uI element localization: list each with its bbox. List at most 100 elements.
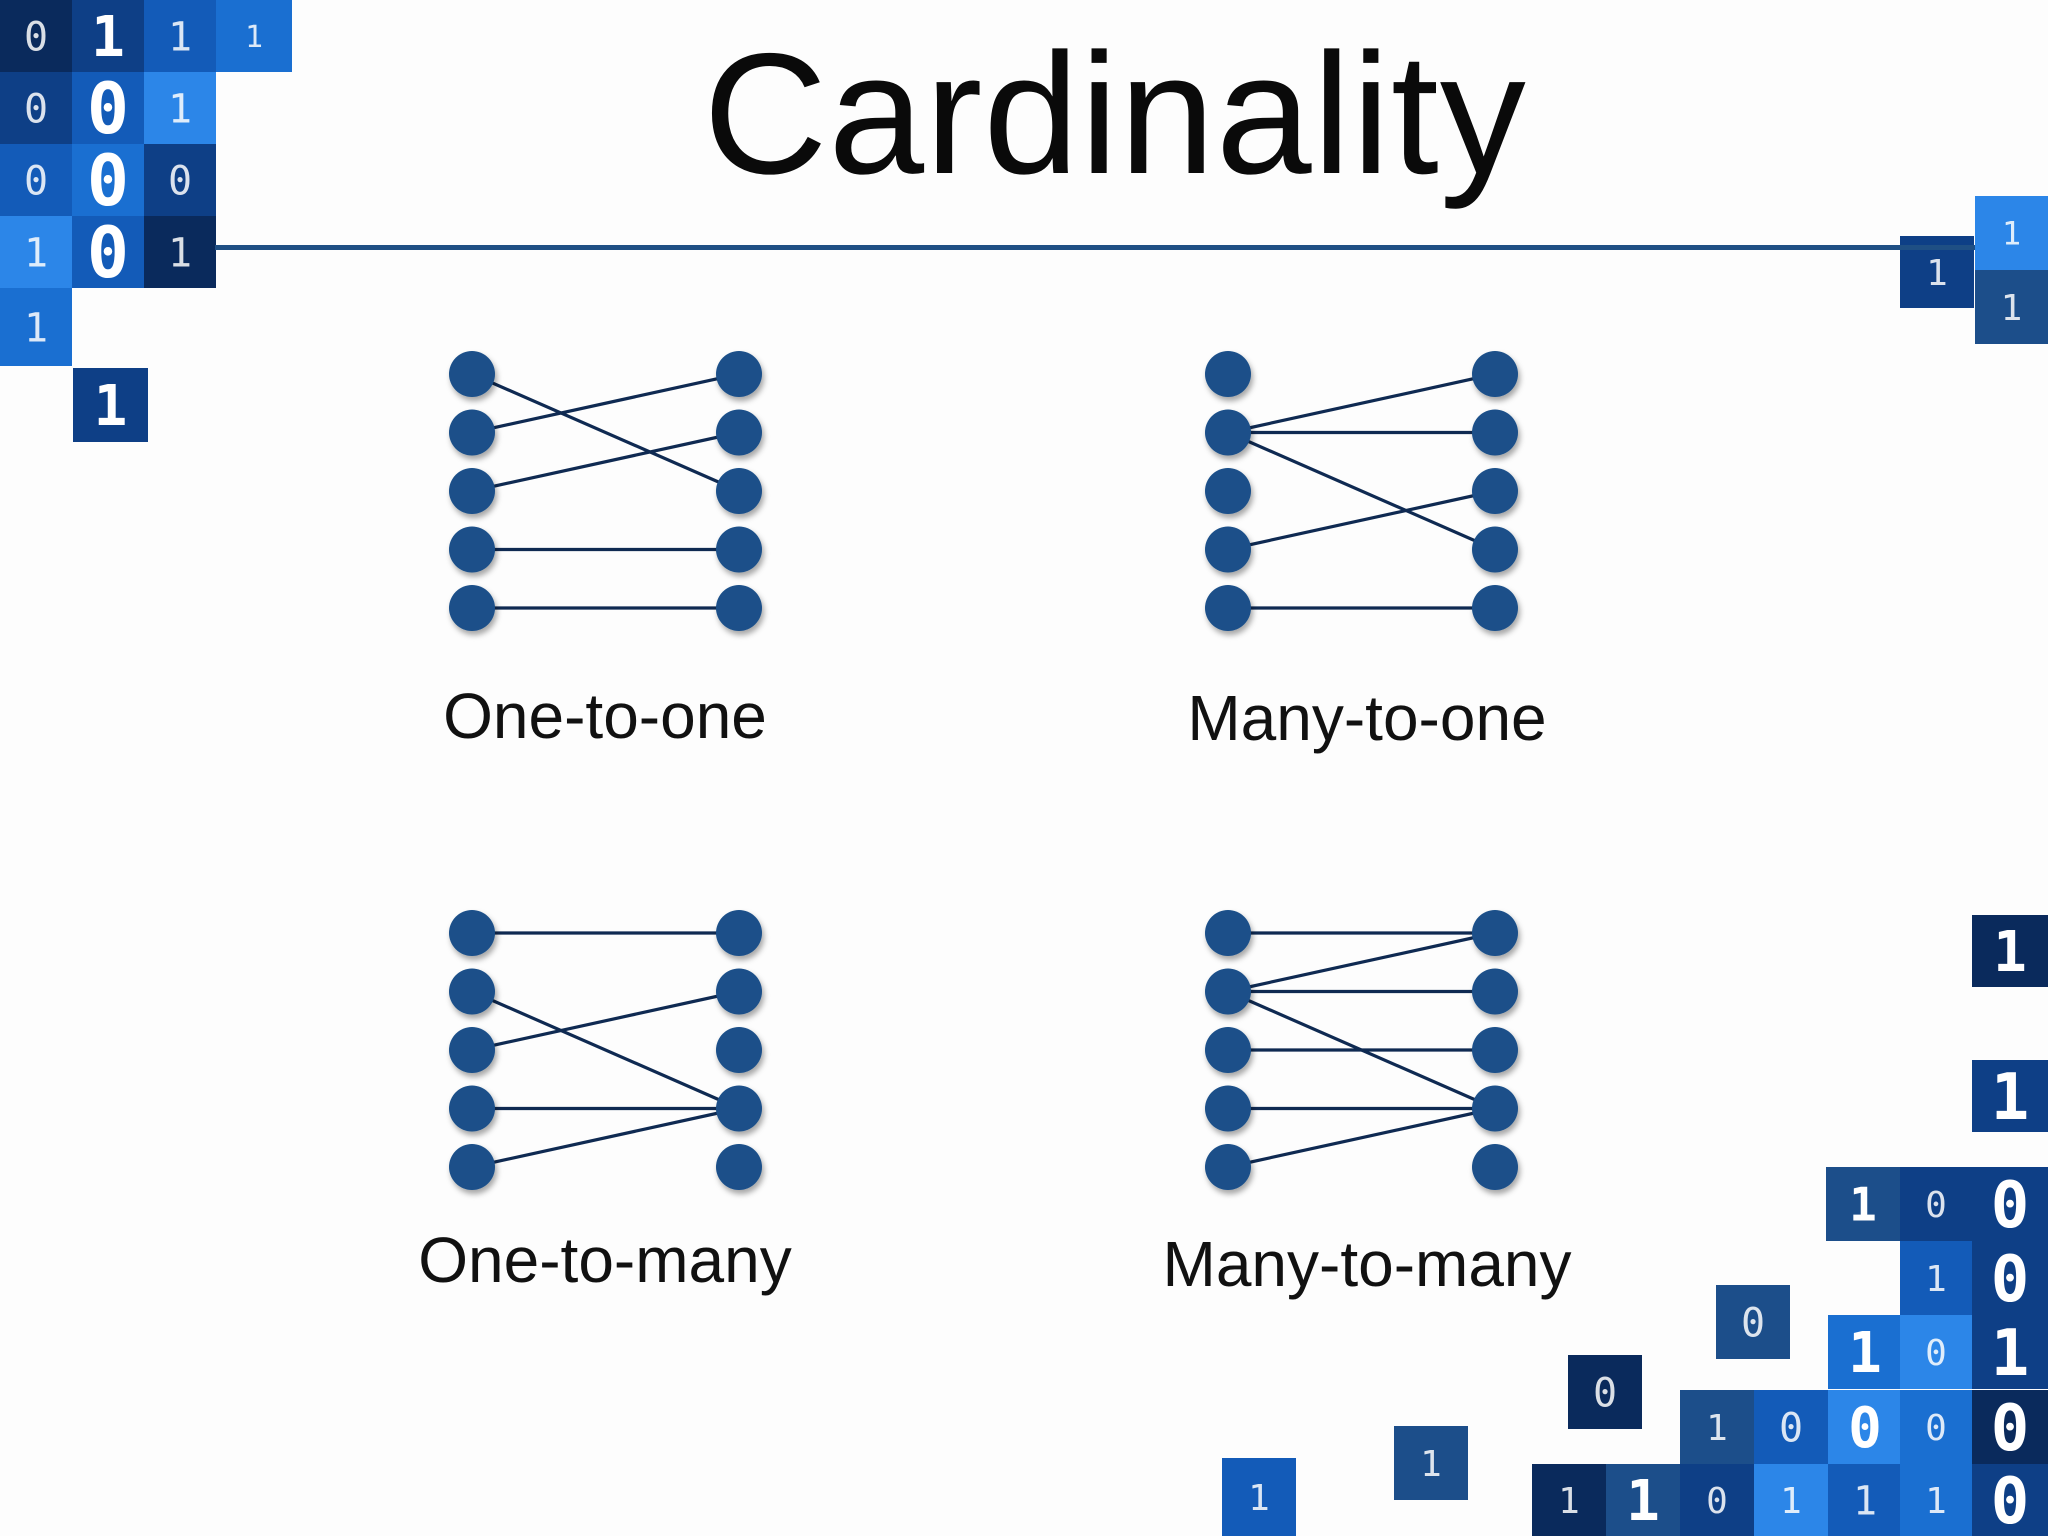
svg-text:1: 1 — [1706, 1408, 1728, 1449]
mosaic-tile: 0 — [1972, 1390, 2048, 1466]
svg-text:1: 1 — [94, 374, 128, 439]
left-node-0 — [449, 351, 495, 397]
diagram-many-to-one — [1205, 351, 1518, 631]
mosaic-tile: 0 — [1716, 1285, 1790, 1359]
svg-text:0: 0 — [1741, 1300, 1765, 1346]
diagram-many-to-many — [1205, 910, 1518, 1190]
right-node-1 — [1472, 409, 1518, 456]
mosaic-tile: 0 — [144, 144, 216, 216]
svg-text:0: 0 — [1991, 1465, 2030, 1536]
svg-text:0: 0 — [24, 158, 48, 204]
edge-1-to-0 — [471, 372, 740, 435]
edge-1-to-0 — [1227, 931, 1496, 994]
mosaic-tile: 0 — [72, 68, 144, 150]
svg-text:1: 1 — [91, 5, 125, 70]
left-node-0 — [1205, 351, 1251, 397]
label-many-to-one: Many-to-one — [1187, 682, 1547, 754]
svg-text:1: 1 — [1925, 1481, 1947, 1522]
mosaic-tile: 0 — [72, 140, 144, 222]
svg-text:0: 0 — [87, 140, 129, 222]
mosaic-tile: 1 — [72, 0, 144, 72]
left-node-2 — [449, 468, 495, 514]
right-node-0 — [716, 910, 762, 956]
edge-4-to-3 — [1227, 1106, 1496, 1169]
mosaic-tile: 0 — [1972, 1464, 2048, 1536]
svg-text:1: 1 — [1993, 920, 2027, 985]
left-node-1 — [1205, 968, 1251, 1015]
left-node-2 — [1205, 468, 1251, 514]
right-node-2 — [716, 1027, 762, 1073]
svg-text:1: 1 — [1926, 253, 1948, 294]
svg-text:1: 1 — [2001, 288, 2023, 329]
svg-text:0: 0 — [1593, 1370, 1617, 1416]
mosaic-tile: 0 — [0, 0, 72, 72]
svg-text:0: 0 — [1991, 1243, 2030, 1317]
mosaic-tile: 1 — [1972, 915, 2048, 987]
svg-text:0: 0 — [1925, 1408, 1947, 1449]
right-node-0 — [1472, 351, 1518, 397]
right-node-2 — [716, 468, 762, 514]
svg-text:0: 0 — [168, 158, 192, 204]
mosaic-tile: 1 — [1900, 1464, 1972, 1536]
diagram-one-to-many — [449, 910, 762, 1190]
left-node-1 — [1205, 409, 1251, 456]
left-node-4 — [1205, 585, 1251, 631]
svg-text:1: 1 — [1558, 1481, 1580, 1522]
mosaic-tile: 0 — [0, 72, 72, 144]
diagram-one-to-one — [449, 351, 762, 631]
edge-2-to-1 — [471, 989, 740, 1052]
slide-title: Cardinality — [703, 18, 1527, 210]
svg-text:1: 1 — [1991, 1317, 2030, 1391]
svg-text:0: 0 — [1848, 1396, 1882, 1461]
left-node-4 — [449, 1144, 495, 1190]
left-node-3 — [1205, 526, 1251, 573]
svg-text:1: 1 — [1848, 1321, 1882, 1386]
right-node-2 — [1472, 468, 1518, 514]
mosaic-tile: 1 — [1975, 270, 2048, 344]
edge-2-to-1 — [471, 430, 740, 493]
mosaic-tile: 0 — [1754, 1390, 1828, 1464]
svg-text:1: 1 — [1626, 1469, 1660, 1534]
edge-3-to-2 — [1227, 489, 1496, 552]
svg-text:1: 1 — [24, 305, 48, 351]
edge-1-to-3 — [471, 990, 740, 1110]
mosaic-tile: 0 — [1900, 1315, 1972, 1389]
mosaic-tile: 1 — [1972, 1060, 2048, 1135]
right-node-4 — [1472, 585, 1518, 631]
mosaic-tile: 1 — [1680, 1390, 1754, 1464]
svg-text:1: 1 — [1420, 1444, 1442, 1485]
svg-text:1: 1 — [1853, 1478, 1877, 1524]
svg-text:0: 0 — [1925, 1333, 1947, 1374]
edge-1-to-0 — [1227, 372, 1496, 435]
mosaic-tile: 1 — [1222, 1458, 1296, 1536]
mosaic-tile: 1 — [1394, 1426, 1468, 1500]
left-node-3 — [449, 1085, 495, 1132]
mosaic-tile: 1 — [1900, 1241, 1972, 1315]
svg-text:1: 1 — [245, 20, 263, 55]
svg-text:0: 0 — [1706, 1481, 1728, 1522]
left-node-1 — [449, 968, 495, 1015]
mosaic-tile: 0 — [1972, 1167, 2048, 1243]
label-one-to-one: One-to-one — [443, 680, 767, 752]
svg-text:0: 0 — [1779, 1405, 1803, 1451]
right-node-3 — [1472, 1085, 1518, 1132]
mosaic-tile: 0 — [1680, 1464, 1754, 1536]
right-node-4 — [716, 1144, 762, 1190]
left-node-2 — [1205, 1027, 1251, 1073]
left-node-0 — [449, 910, 495, 956]
svg-text:1: 1 — [168, 14, 192, 60]
mosaic-tile: 0 — [0, 144, 72, 216]
mosaic-tile: 0 — [1900, 1390, 1972, 1464]
label-many-to-many: Many-to-many — [1162, 1228, 1572, 1300]
svg-text:1: 1 — [24, 230, 48, 276]
right-node-1 — [1472, 968, 1518, 1015]
svg-text:1: 1 — [1849, 1178, 1877, 1232]
svg-text:0: 0 — [24, 14, 48, 60]
left-node-4 — [449, 585, 495, 631]
mosaic-tile: 0 — [1568, 1355, 1642, 1429]
svg-text:1: 1 — [1248, 1478, 1270, 1519]
right-node-3 — [716, 526, 762, 573]
